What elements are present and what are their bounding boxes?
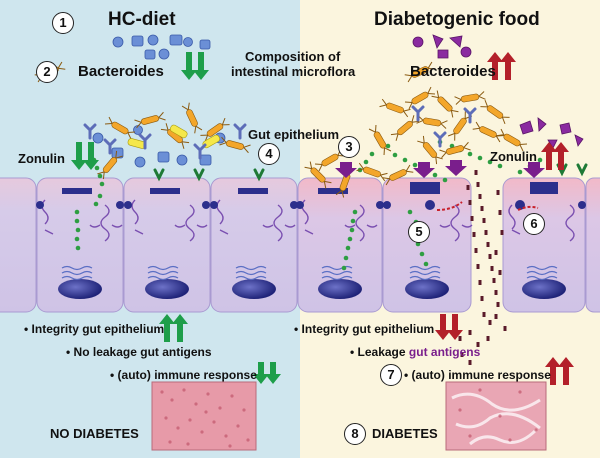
step-2-badge: 2 (36, 61, 58, 83)
step-4-badge: 4 (258, 143, 280, 165)
left-food-shapes (92, 34, 226, 168)
green-down-arrows-icon (71, 52, 281, 384)
red-down-arrows-icon (435, 314, 463, 340)
nucleus-icon (405, 279, 449, 299)
left-epithelium-cells (0, 177, 298, 313)
nucleus-icon (318, 279, 362, 299)
epithelial-cell (502, 177, 586, 313)
composition-label-line1: Composition of (245, 49, 341, 64)
nuclei (58, 279, 566, 299)
nucleus-icon (145, 279, 189, 299)
step-7-badge: 7 (380, 364, 402, 386)
step-3-badge: 3 (338, 136, 360, 158)
right-integrity-text: • Integrity gut epithelium (294, 322, 435, 336)
right-zonulin-label: Zonulin (490, 149, 537, 164)
step-6-badge: 6 (523, 213, 545, 235)
green-up-arrows-icon (159, 314, 188, 342)
left-leakage-text: • No leakage gut antigens (66, 345, 212, 359)
right-leakage-highlight: gut antigens (408, 345, 481, 359)
epithelial-cell (382, 177, 472, 313)
right-leakage-prefix: • Leakage (350, 345, 406, 359)
left-title: HC-diet (108, 9, 176, 30)
right-title: Diabetogenic food (374, 9, 540, 30)
right-outcome: DIABETES (372, 426, 438, 441)
nucleus-icon (522, 279, 566, 299)
right-leakage-text: • Leakage gut antigens (350, 345, 480, 359)
right-epithelium-cells (297, 177, 600, 313)
right-bacteroides-label: Bacteroides (410, 63, 496, 80)
cell-edge-left (0, 177, 37, 313)
tight-junction-icon (36, 182, 586, 210)
epithelial-cell (36, 177, 124, 313)
nucleus-icon (232, 279, 276, 299)
left-bacteroides-label: Bacteroides (78, 63, 164, 80)
gut-epithelium-label: Gut epithelium (248, 127, 339, 142)
er-lines (61, 265, 558, 281)
tissue-histology-icon (151, 381, 257, 451)
red-up-arrows-icon (487, 52, 574, 385)
nucleus-icon (58, 279, 102, 299)
left-integrity-text: • Integrity gut epithelium (24, 322, 165, 336)
left-bacteria-cluster (34, 61, 252, 180)
right-food-shapes (412, 34, 584, 149)
tissue-histology-icon (445, 381, 547, 451)
surface-receptors (153, 168, 265, 182)
epithelial-cell (297, 177, 383, 313)
zonulin-dots (74, 137, 543, 271)
epithelial-cell (210, 177, 298, 313)
left-outcome: NO DIABETES (50, 426, 139, 441)
epithelial-cell (123, 177, 211, 313)
cell-edge-right (585, 177, 600, 313)
step-8-badge: 8 (344, 423, 366, 445)
zonulin-receptors (335, 160, 545, 178)
broken-junctions (436, 201, 539, 211)
golgi-structures (41, 199, 575, 242)
left-zonulin-label: Zonulin (18, 151, 65, 166)
left-immune-text: • (auto) immune response (110, 368, 257, 382)
leaking-gut-antigens (458, 170, 507, 365)
step-1-badge: 1 (52, 12, 74, 34)
right-immune-text: • (auto) immune response (404, 368, 551, 382)
composition-label-line2: intestinal microflora (231, 64, 356, 79)
step-5-badge: 5 (408, 221, 430, 243)
